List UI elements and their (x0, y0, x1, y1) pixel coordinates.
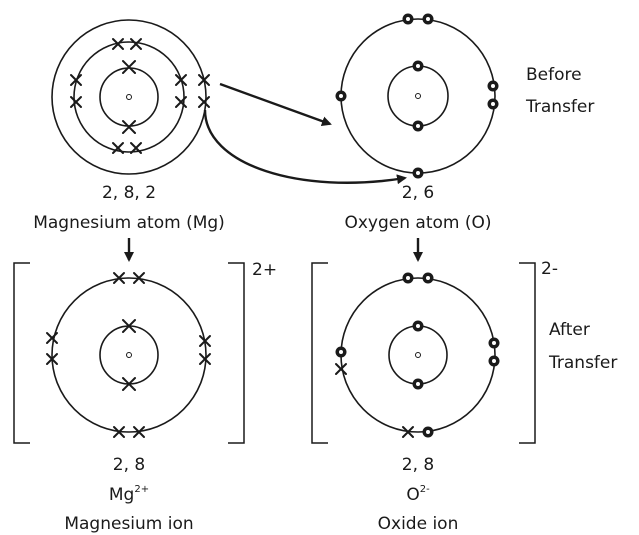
oxide-ion-config: 2, 8 (402, 455, 434, 475)
electron-cross (70, 96, 82, 108)
electron-cross (199, 353, 211, 365)
electron-cross (122, 120, 136, 134)
mg-ion-formula-base: Mg (109, 485, 134, 505)
electron-cross (198, 74, 210, 86)
electron-cross (175, 96, 187, 108)
electron-dot (422, 426, 434, 438)
oxide-ion: 2- (311, 259, 558, 444)
oxygen-atom (335, 13, 499, 179)
electron-cross (133, 426, 145, 438)
mg-ion-charge: 2+ (252, 260, 277, 280)
oxide-ion-name: Oxide ion (378, 514, 459, 534)
electron-cross (130, 142, 142, 154)
oxide-ion-electrons (335, 272, 500, 438)
mg-ion-nucleus (126, 352, 132, 358)
mg-middle-shell (73, 41, 185, 153)
mg-ion-config: 2, 8 (113, 455, 145, 475)
o-nucleus (415, 93, 421, 99)
electron-dot (412, 60, 424, 72)
mg-atom-name: Magnesium atom (Mg) (33, 213, 225, 233)
before-label-line1: Before (526, 65, 582, 85)
electron-cross (199, 335, 211, 347)
transfer-arrow-curved (203, 109, 407, 185)
electron-cross (113, 426, 125, 438)
oxide-ion-right-bracket (519, 262, 536, 444)
electron-cross (175, 74, 187, 86)
oxide-ion-formula-sup: 2- (420, 484, 430, 495)
electron-dot (412, 120, 424, 132)
magnesium-atom (51, 19, 210, 175)
mg-ion-electrons (46, 272, 211, 438)
electron-dot (412, 378, 424, 390)
oxide-ion-nucleus (415, 352, 421, 358)
electron-dot (422, 272, 434, 284)
oxide-ion-charge: 2- (541, 259, 558, 279)
o-atom-name: Oxygen atom (O) (344, 213, 491, 233)
electron-dot (335, 90, 347, 102)
mg-ion-formula: Mg2+ (109, 484, 149, 505)
mg-ion-formula-sup: 2+ (134, 484, 149, 495)
electron-cross (112, 142, 124, 154)
electron-dot (487, 98, 499, 110)
mg-ion-name: Magnesium ion (64, 514, 193, 534)
electron-cross (113, 272, 125, 284)
electron-dot (412, 320, 424, 332)
before-label-line2: Transfer (525, 97, 594, 117)
after-label-line1: After (549, 320, 590, 340)
electron-cross (402, 426, 414, 438)
mg-ion-left-bracket (13, 262, 30, 444)
transfer-arrow-straight (219, 82, 332, 126)
electron-cross (122, 60, 136, 74)
oxide-ion-formula-base: O (406, 485, 419, 505)
electron-cross (198, 96, 210, 108)
electron-cross (335, 363, 347, 375)
electron-dot (412, 167, 424, 179)
mg-ion-outer-shell (51, 277, 207, 433)
electron-dot (402, 272, 414, 284)
o-atom-config: 2, 6 (402, 183, 434, 203)
electron-dot (422, 13, 434, 25)
electron-cross (133, 272, 145, 284)
electron-cross (130, 38, 142, 50)
mg-atom-electrons (70, 38, 210, 154)
after-label-line2: Transfer (548, 353, 617, 373)
o-atom-electrons (335, 13, 499, 179)
electron-cross (46, 353, 58, 365)
electron-cross (122, 319, 136, 333)
oxide-ion-formula: O2- (406, 484, 430, 505)
electron-cross (70, 74, 82, 86)
mg-atom-config: 2, 8, 2 (102, 183, 156, 203)
mg-outer-shell (51, 19, 207, 175)
magnesium-ion: 2+ (13, 260, 277, 444)
electron-dot (335, 346, 347, 358)
electron-cross (112, 38, 124, 50)
oxide-ion-left-bracket (311, 262, 328, 444)
electron-cross (122, 377, 136, 391)
electron-dot (402, 13, 414, 25)
electron-dot (488, 355, 500, 367)
mg-nucleus (126, 94, 132, 100)
electron-dot (488, 337, 500, 349)
electron-cross (46, 332, 58, 344)
electron-dot (487, 80, 499, 92)
mg-ion-right-bracket (228, 262, 245, 444)
